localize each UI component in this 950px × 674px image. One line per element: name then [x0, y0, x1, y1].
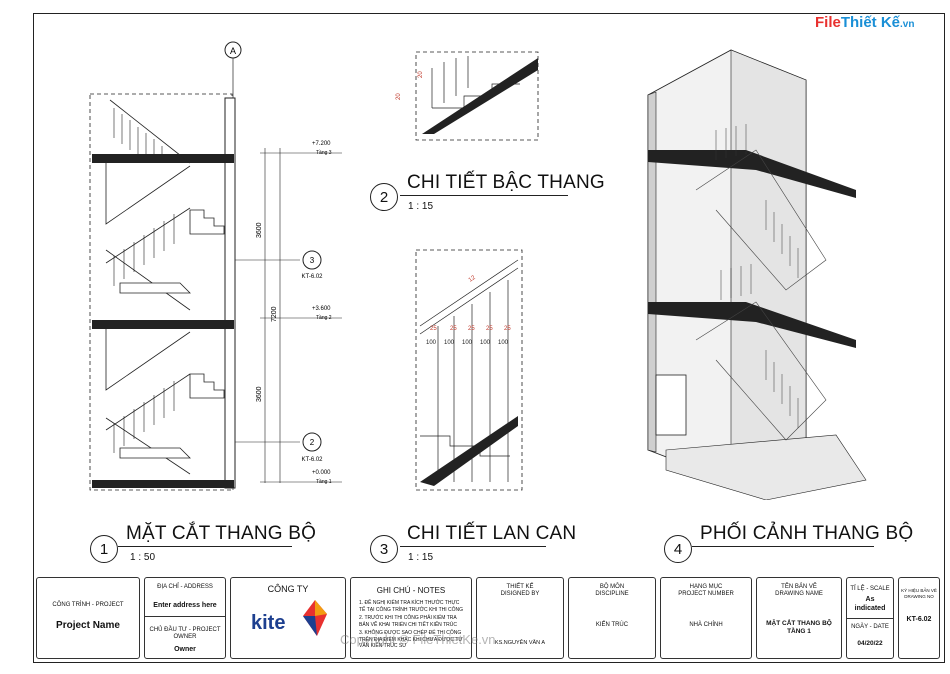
rail-dim-a2: 25: [450, 326, 457, 332]
tb-company-cell: CÔNG TY kite: [230, 577, 346, 659]
level-name-1: Tầng 1: [316, 479, 332, 485]
step-detail-drawing: 20 20: [396, 51, 539, 141]
tb-discipline-label: BỘ MÔN DISCIPLINE: [595, 584, 629, 597]
rail-dim-a3: 25: [468, 326, 475, 332]
tb-address-label: ĐỊA CHỈ - ADDRESS: [157, 584, 213, 590]
level-name-2: Tầng 2: [316, 315, 332, 321]
tb-owner-value: Owner: [174, 646, 196, 653]
view-2-number: 2: [370, 183, 398, 211]
view-1-number: 1: [90, 535, 118, 563]
title-block: CÔNG TRÌNH - PROJECT Project Name ĐỊA CH…: [36, 577, 942, 661]
site-logo-tld: .vn: [900, 19, 915, 30]
rail-dim-b4: 100: [480, 340, 491, 346]
callout-3-sheet: KT-6.02: [301, 274, 323, 280]
tb-owner-label: CHỦ ĐẦU TƯ - PROJECT OWNER: [149, 627, 221, 640]
tb-project-value: Project Name: [56, 620, 120, 631]
railing-detail-drawing: 12 25 25 25 25 25 100 100 100 100 100: [415, 249, 523, 491]
tb-date-label: NGÀY - DATE: [851, 624, 889, 630]
tb-drawname-label: TÊN BẢN VẼ DRAWING NAME: [775, 584, 823, 597]
dim-total: 7200: [271, 306, 278, 322]
callout-2-number: 2: [310, 438, 315, 447]
site-logo: FileThiết Kế.vn: [815, 14, 914, 31]
company-logo-text: kite: [251, 612, 286, 634]
tb-sheet-label: KÝ HIỆU BẢN VẼ DRAWING NO: [901, 588, 937, 599]
rail-dim-b5: 100: [498, 340, 509, 346]
rail-dim-b1: 100: [426, 340, 437, 346]
tb-drawname-cell: TÊN BẢN VẼ DRAWING NAME MẶT CẮT THANG BỘ…: [756, 577, 842, 659]
dim-upper: 3600: [256, 222, 263, 238]
tb-designer-label: THIẾT KẾ DISIGNED BY: [500, 584, 540, 597]
view-1-underline: [118, 546, 292, 547]
tb-address-cell: ĐỊA CHỈ - ADDRESS Enter address here CHỦ…: [144, 577, 226, 659]
view-2-title: CHI TIẾT BẬC THANG: [407, 172, 605, 193]
tb-project-label: CÔNG TRÌNH - PROJECT: [52, 602, 124, 608]
tb-designer-value: KS.NGUYỄN VĂN A: [494, 640, 546, 646]
tb-scale-label: TỈ LỆ - SCALE: [850, 586, 890, 592]
view-4-underline: [692, 546, 874, 547]
rail-dim-a5: 25: [504, 326, 511, 332]
tb-sheet-value: KT-6.02: [906, 616, 932, 623]
level-name-3: Tầng 3: [316, 150, 332, 156]
step-dim-2: 20: [396, 93, 402, 100]
site-logo-brand: File: [815, 14, 841, 31]
tb-date-value: 04/20/22: [857, 640, 883, 647]
tb-scale-value: As indicated: [854, 596, 886, 612]
view-2-scale: 1 : 15: [408, 201, 434, 212]
rail-top-dim: 12: [468, 275, 477, 284]
tb-scale-cell: TỈ LỆ - SCALE As indicated NGÀY - DATE 0…: [846, 577, 894, 659]
view-2-underline: [400, 195, 568, 196]
callout-3-number: 3: [310, 256, 315, 265]
rail-dim-b2: 100: [444, 340, 455, 346]
tb-discipline-value: KIẾN TRÚC: [595, 622, 629, 628]
tb-designer-cell: THIẾT KẾ DISIGNED BY KS.NGUYỄN VĂN A: [476, 577, 564, 659]
tb-note-2: 2. TRƯỚC KHI THI CÔNG PHẢI KIỂM TRA BẢN …: [359, 615, 457, 628]
level-elev-2: +3.600: [312, 306, 331, 312]
tb-discipline-cell: BỘ MÔN DISCIPLINE KIẾN TRÚC: [568, 577, 656, 659]
rail-dim-a4: 25: [486, 326, 493, 332]
view-4-title: PHỐI CẢNH THANG BỘ: [700, 523, 914, 544]
rail-dim-a1: 25: [430, 326, 437, 332]
view-1-title: MẶT CẮT THANG BỘ: [126, 523, 317, 544]
tb-drawname-value: MẶT CẮT THANG BỘ TẦNG 1: [766, 620, 832, 635]
tb-project-cell: CÔNG TRÌNH - PROJECT Project Name: [36, 577, 140, 659]
view-3-number: 3: [370, 535, 398, 563]
tb-projnum-cell: HẠNG MỤC PROJECT NUMBER NHÀ CHÍNH: [660, 577, 752, 659]
kite-logo-icon: [303, 600, 327, 636]
rail-dim-b3: 100: [462, 340, 473, 346]
tb-address-value: Enter address here: [153, 602, 217, 609]
tb-company-label: CÔNG TY: [267, 584, 309, 594]
tb-note-1: 1. ĐỀ NGHỊ KIỂM TRA KÍCH THƯỚC THỰC TẾ T…: [359, 600, 464, 613]
grid-label: A: [230, 46, 236, 56]
view-3-scale: 1 : 15: [408, 552, 434, 563]
tb-projnum-value: NHÀ CHÍNH: [689, 622, 723, 628]
dim-lower: 3600: [256, 386, 263, 402]
tb-notes-list: 1. ĐỀ NGHỊ KIỂM TRA KÍCH THƯỚC THỰC TẾ T…: [359, 600, 465, 650]
view-3-underline: [400, 546, 546, 547]
tb-notes-cell: GHI CHÚ - NOTES 1. ĐỀ NGHỊ KIỂM TRA KÍCH…: [350, 577, 472, 659]
callout-2-sheet: KT-6.02: [301, 457, 323, 463]
level-elev-1: +0.000: [312, 470, 331, 476]
level-elev-3: +7.200: [312, 141, 331, 147]
tb-projnum-label: HẠNG MỤC PROJECT NUMBER: [678, 584, 734, 597]
view-3-title: CHI TIẾT LAN CAN: [407, 523, 577, 544]
tb-sheet-cell: KÝ HIỆU BẢN VẼ DRAWING NO KT-6.02: [898, 577, 940, 659]
step-dim-1: 20: [418, 71, 424, 78]
stair-3d-view: [647, 49, 867, 500]
site-logo-text: Thiết Kế: [840, 14, 901, 31]
watermark: Copyright © FileThietKe.vn: [340, 632, 496, 647]
view-1-scale: 1 : 50: [130, 552, 156, 563]
drawing-sheet-border: [33, 13, 945, 663]
tb-notes-title: GHI CHÚ - NOTES: [376, 586, 446, 595]
view-4-number: 4: [664, 535, 692, 563]
tb-note-3: 3. KHÔNG ĐƯỢC SAO CHÉP ĐỂ THI CÔNG TRÊN …: [359, 630, 463, 649]
stair-section-drawing: A 3600 7200 3600 3 KT-6.0: [89, 41, 342, 491]
company-logo: kite: [251, 612, 285, 635]
